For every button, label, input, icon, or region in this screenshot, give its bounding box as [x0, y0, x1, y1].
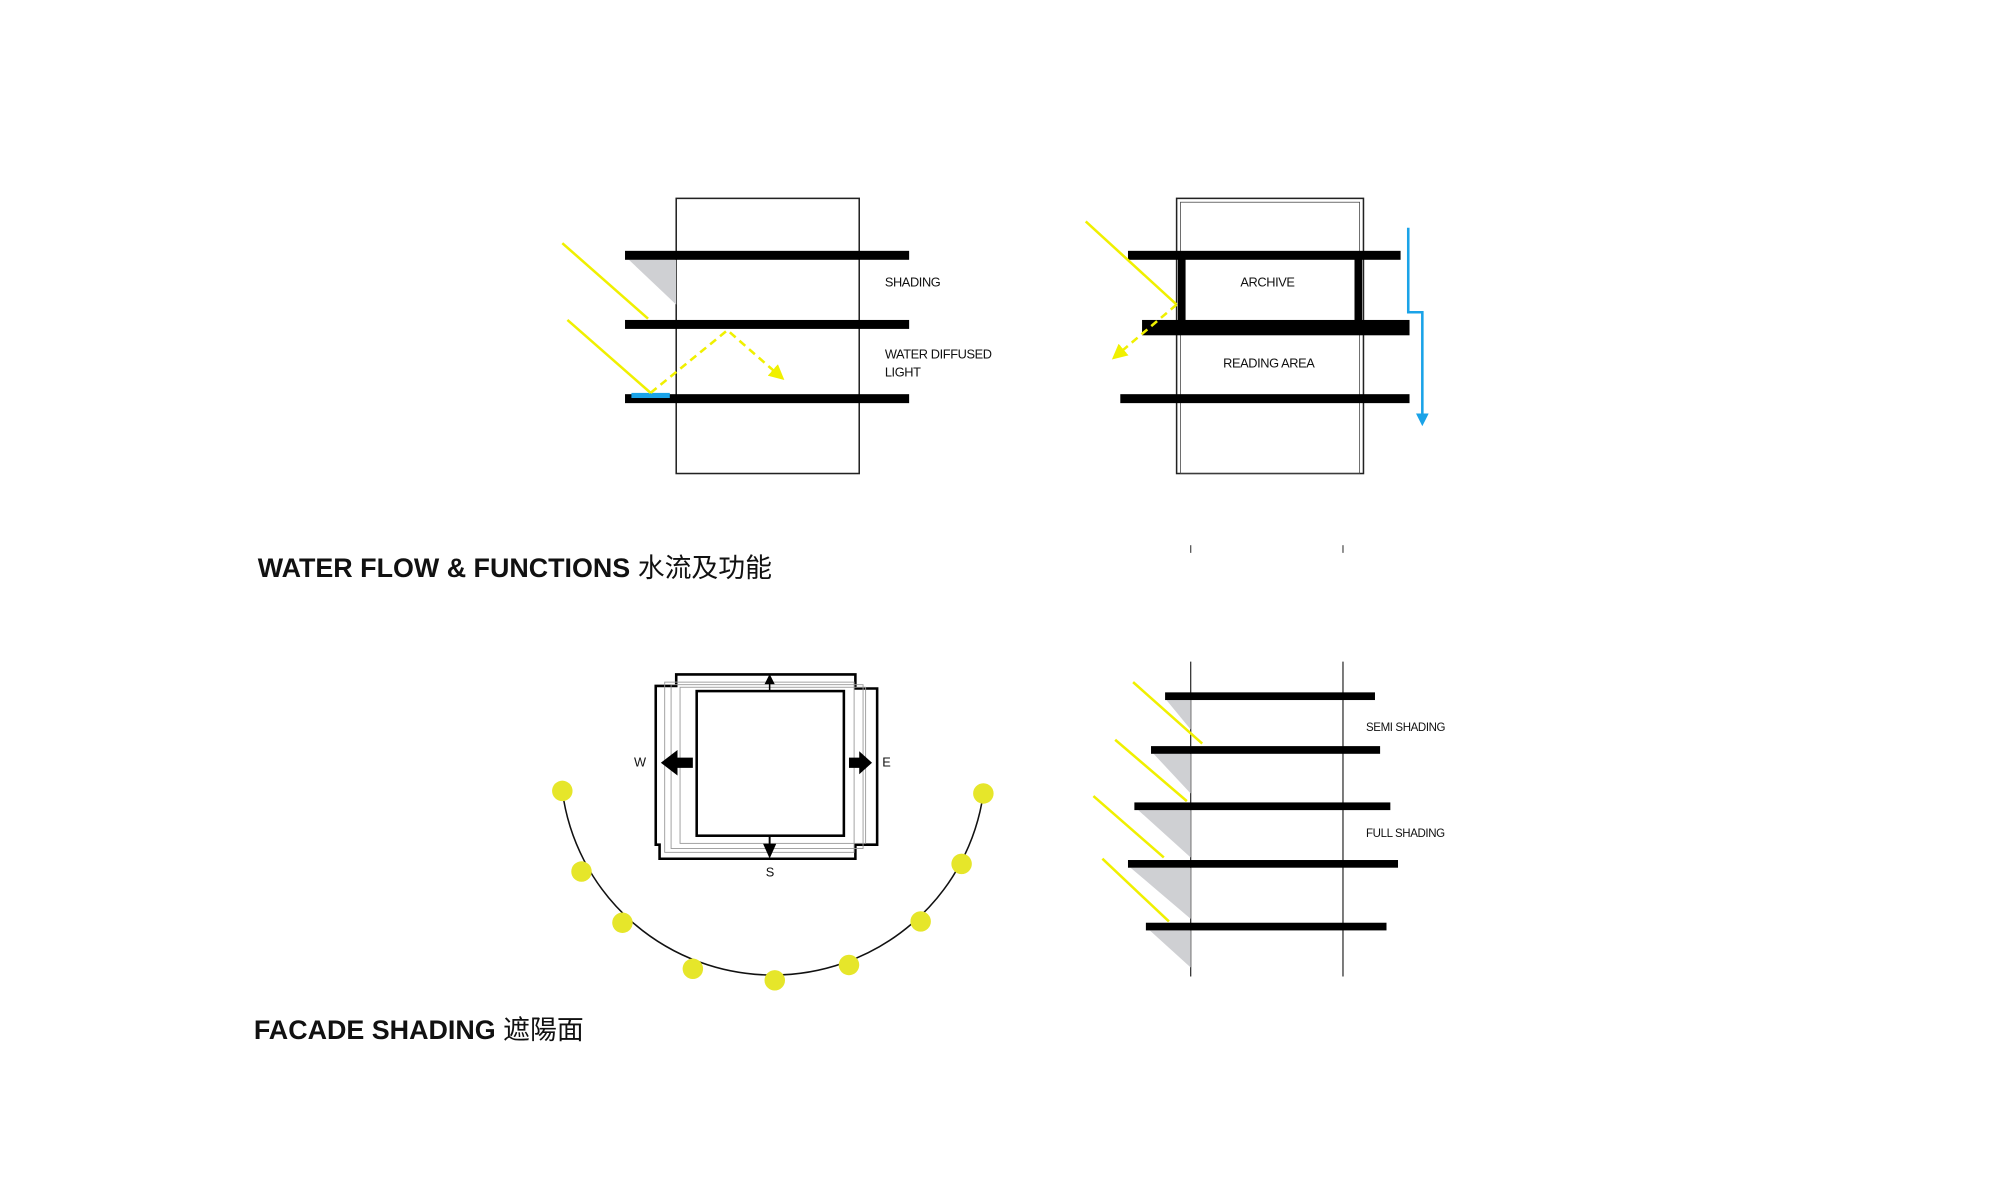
label-shading: SHADING [885, 275, 941, 290]
plan-core [695, 689, 846, 837]
label-reading-area: READING AREA [1223, 355, 1315, 370]
label-archive: ARCHIVE [1240, 275, 1294, 290]
water-diffused-section: SHADING WATER DIFFUSED LIGHT [561, 197, 992, 475]
title-text-cjk: 水流及功能 [638, 553, 772, 583]
shadow-triangle [1130, 867, 1191, 919]
label-water-diffused: WATER DIFFUSED [885, 346, 992, 361]
archive-wall [1177, 254, 1186, 328]
title-text: FACADE SHADING [254, 1015, 496, 1045]
compass-east: E [882, 755, 890, 770]
floor-slab [1120, 394, 1410, 404]
water-pool [631, 392, 670, 399]
sun-dot [973, 783, 994, 804]
label-full-shading: FULL SHADING [1366, 828, 1445, 840]
section-title-facade-shading: FACADE SHADING 遮陽面 [254, 1015, 584, 1045]
section-title-water-flow: WATER FLOW & FUNCTIONS 水流及功能 [258, 553, 772, 583]
west-arrow-icon [660, 749, 693, 776]
sun-dot [682, 958, 704, 980]
title-text: WATER FLOW & FUNCTIONS [258, 553, 631, 583]
shadow-triangle [1149, 930, 1191, 968]
shadow-triangle [628, 259, 677, 305]
shadow-triangle [1153, 753, 1191, 794]
thick-floor-slab [1142, 319, 1410, 336]
sun-dot [951, 853, 972, 875]
floor-slab [625, 250, 910, 260]
shading-fin [1151, 746, 1381, 754]
compass-south: S [766, 865, 774, 880]
sun-dot [764, 970, 785, 991]
south-arrow-icon [763, 835, 777, 859]
water-flow-arrow [1406, 227, 1429, 427]
functions-section: ARCHIVE READING AREA [1084, 197, 1429, 475]
east-arrow-icon [848, 751, 873, 775]
sun-ray [1114, 738, 1188, 803]
sun-rays [1092, 681, 1204, 923]
label-semi-shading: SEMI SHADING [1366, 722, 1446, 734]
sun-positions [552, 780, 994, 991]
building-outline [1175, 197, 1365, 475]
plan-sun-path: W E S [552, 673, 994, 991]
building-inner-outline [1180, 201, 1361, 474]
floor-slab [625, 319, 910, 329]
shading-fin [1127, 860, 1399, 868]
reflected-light-arrow [649, 328, 785, 394]
shading-fin [1165, 692, 1375, 701]
title-text-cjk: 遮陽面 [503, 1015, 584, 1045]
building-outline [675, 197, 860, 475]
floor-slab [1127, 250, 1401, 260]
archive-wall [1354, 254, 1363, 328]
sun-dot [552, 780, 573, 802]
sun-ray [1132, 681, 1204, 745]
sun-dot [838, 954, 860, 976]
sun-ray [566, 318, 652, 394]
sun-ray [1092, 795, 1165, 859]
sun-ray [1101, 857, 1170, 923]
sun-dot [571, 861, 592, 882]
shading-fin [1134, 802, 1391, 811]
floor-slab [625, 394, 910, 404]
sun-ray [561, 242, 649, 320]
north-arrow-icon [764, 674, 775, 692]
sun-dot [612, 912, 633, 933]
shading-fin [1145, 922, 1387, 931]
facade-shading-section: SEMI SHADING FULL SHADING [1092, 661, 1446, 977]
label-light: LIGHT [885, 364, 921, 379]
deflected-light-arrow [1111, 303, 1178, 360]
sun-dot [910, 911, 931, 932]
sun-ray [1084, 220, 1178, 306]
shadow-triangle [1138, 810, 1191, 858]
compass-west: W [634, 755, 647, 770]
